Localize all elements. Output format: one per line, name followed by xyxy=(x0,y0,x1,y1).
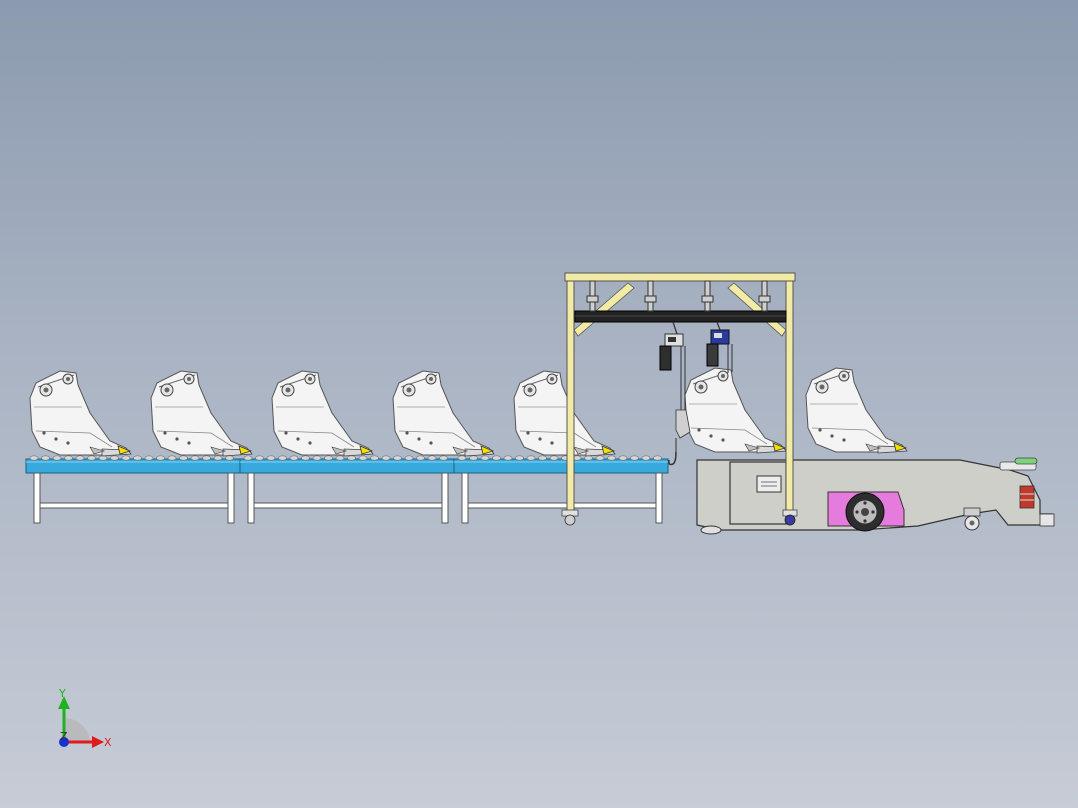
x-axis-label: X xyxy=(104,736,112,749)
conveyor-section-2 xyxy=(239,455,455,524)
bucket-row xyxy=(29,367,908,457)
bucket-1 xyxy=(29,370,132,457)
electric-hoists xyxy=(659,321,733,466)
hoist-right xyxy=(706,321,733,372)
agv-cart xyxy=(696,457,1055,535)
bucket-2 xyxy=(150,370,253,457)
y-axis-arrowhead xyxy=(58,696,70,709)
conveyor-section-1 xyxy=(25,455,241,524)
gantry-frame xyxy=(561,272,798,526)
conveyor-section-3 xyxy=(453,455,669,524)
z-axis-label: Z xyxy=(60,730,68,743)
bucket-6 xyxy=(684,367,787,454)
roller-conveyor xyxy=(25,455,669,524)
bucket-3 xyxy=(271,370,374,457)
x-axis-arrowhead xyxy=(92,736,104,748)
y-axis-label: Y xyxy=(58,687,66,700)
hoist-left xyxy=(659,321,691,466)
bucket-4 xyxy=(392,370,495,457)
coordinate-triad: Y X Z xyxy=(58,687,112,749)
bucket-7 xyxy=(805,367,908,454)
origin-dot xyxy=(59,737,69,747)
bucket-5 xyxy=(513,370,616,457)
